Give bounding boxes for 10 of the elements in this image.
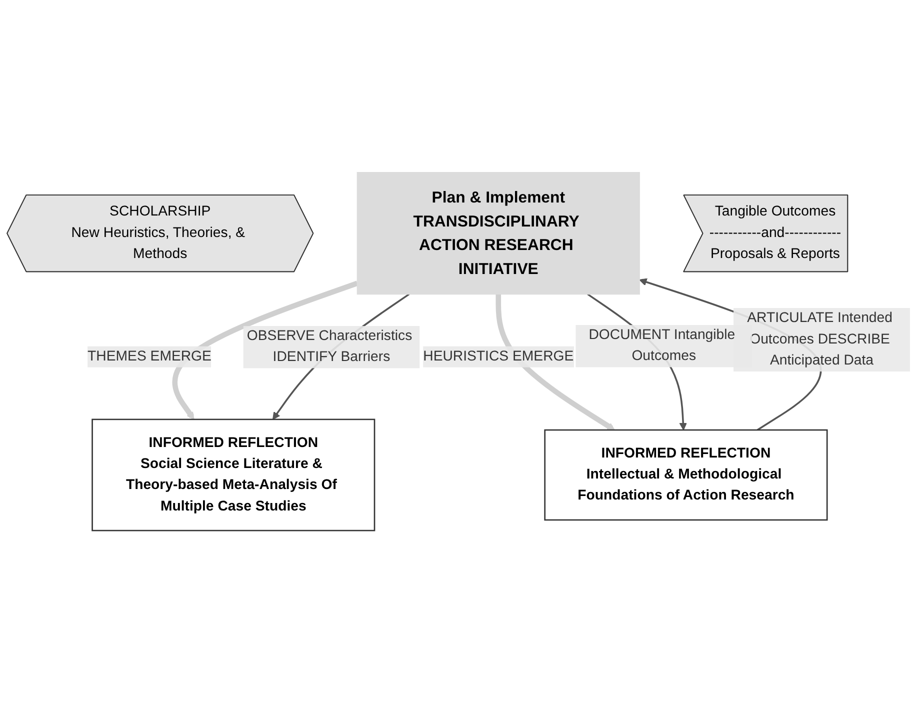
edge-label: DOCUMENT Intangible Outcomes: [588, 328, 736, 364]
edge-label: THEMES EMERGE: [88, 348, 212, 364]
node-box: Plan & Implement TRANSDISCIPLINARY ACTION RESEARCH INITIATIVE: [356, 172, 640, 295]
edge-label: HEURISTICS EMERGE: [423, 348, 574, 364]
node-box: INFORMED REFLECTION Intellectual & Methodological Foundations of Action Research: [544, 429, 828, 521]
edge-label: OBSERVE Characteristics IDENTIFY Barriers: [246, 328, 412, 365]
arrow: [172, 280, 358, 420]
edge-label: ARTICULATE Intended Outcomes DESCRIBE Anticipated Data: [747, 310, 892, 368]
node-box: INFORMED REFLECTION Social Science Literature & Theory-based Meta-Analysis Of Multiple Case Studies: [92, 418, 376, 532]
arrow: [496, 294, 615, 430]
